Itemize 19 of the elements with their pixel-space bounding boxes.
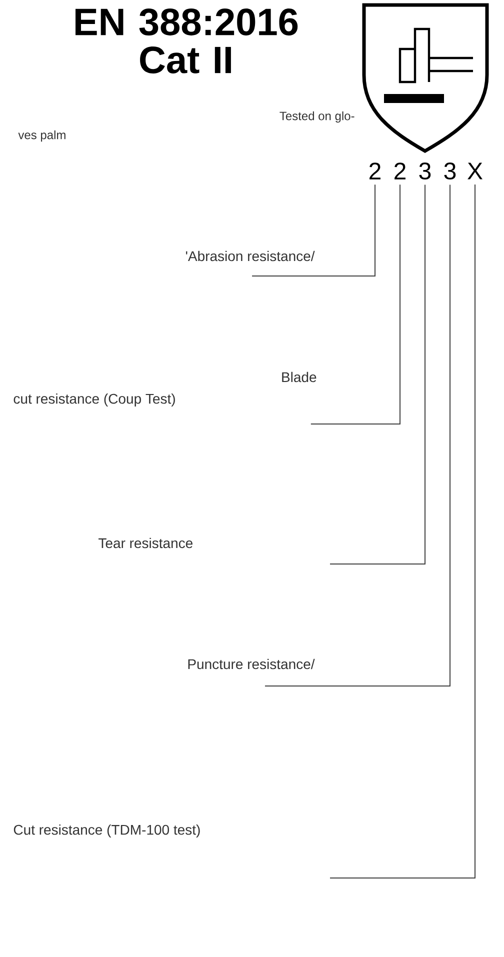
leader-label: Cut resistance (TDM-100 test): [14, 824, 200, 838]
rating-digit: 2: [370, 162, 380, 180]
leader-label: Puncture resistance/: [188, 658, 315, 670]
rating-digit: 3: [444, 162, 456, 180]
leader-label: 'Abrasion resistance/: [186, 250, 315, 262]
rating-digit: X: [468, 162, 482, 180]
title: EN 388:2016 Cat II: [76, 8, 298, 74]
text-fragment: ves palm: [18, 130, 66, 142]
leader-line: [264, 184, 450, 686]
leader-line: [310, 184, 400, 424]
rating-digit: 2: [394, 162, 406, 180]
leader-label: Blade: [282, 372, 316, 382]
leader-label: Tear resistance: [98, 538, 192, 548]
leader-line: [330, 184, 426, 564]
leader-line: [252, 184, 376, 276]
text-fragment: Tested on glo-: [280, 111, 354, 123]
leader-line: [330, 184, 476, 878]
leader-label: cut resistance (Coup Test): [14, 393, 175, 407]
rating-digit: 3: [419, 162, 431, 180]
